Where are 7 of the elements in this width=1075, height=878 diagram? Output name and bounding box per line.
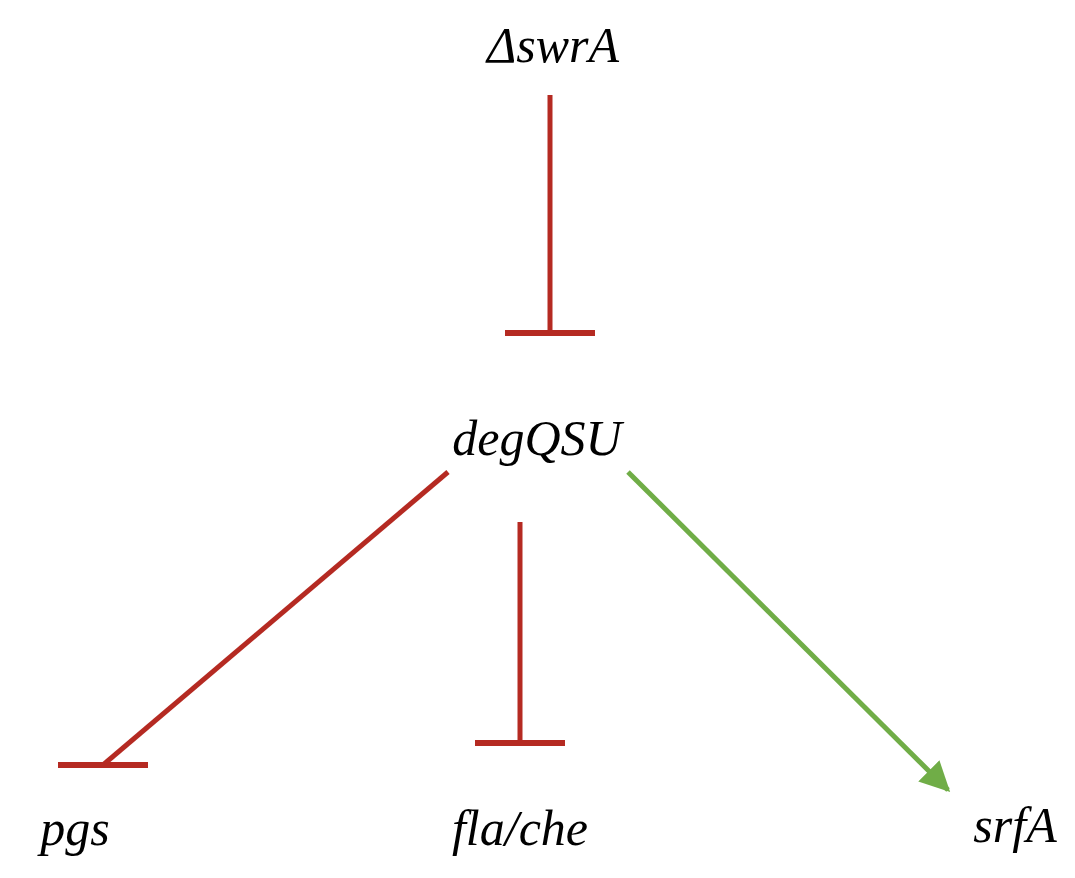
gene-label: ΔswrA xyxy=(486,17,620,73)
inhibition-line xyxy=(475,522,565,746)
gene-label: srfA xyxy=(973,797,1057,853)
arrow xyxy=(626,470,951,793)
inhibition-line xyxy=(505,95,595,336)
gene-label: fla/che xyxy=(451,800,589,856)
inhibition-line xyxy=(58,470,450,768)
